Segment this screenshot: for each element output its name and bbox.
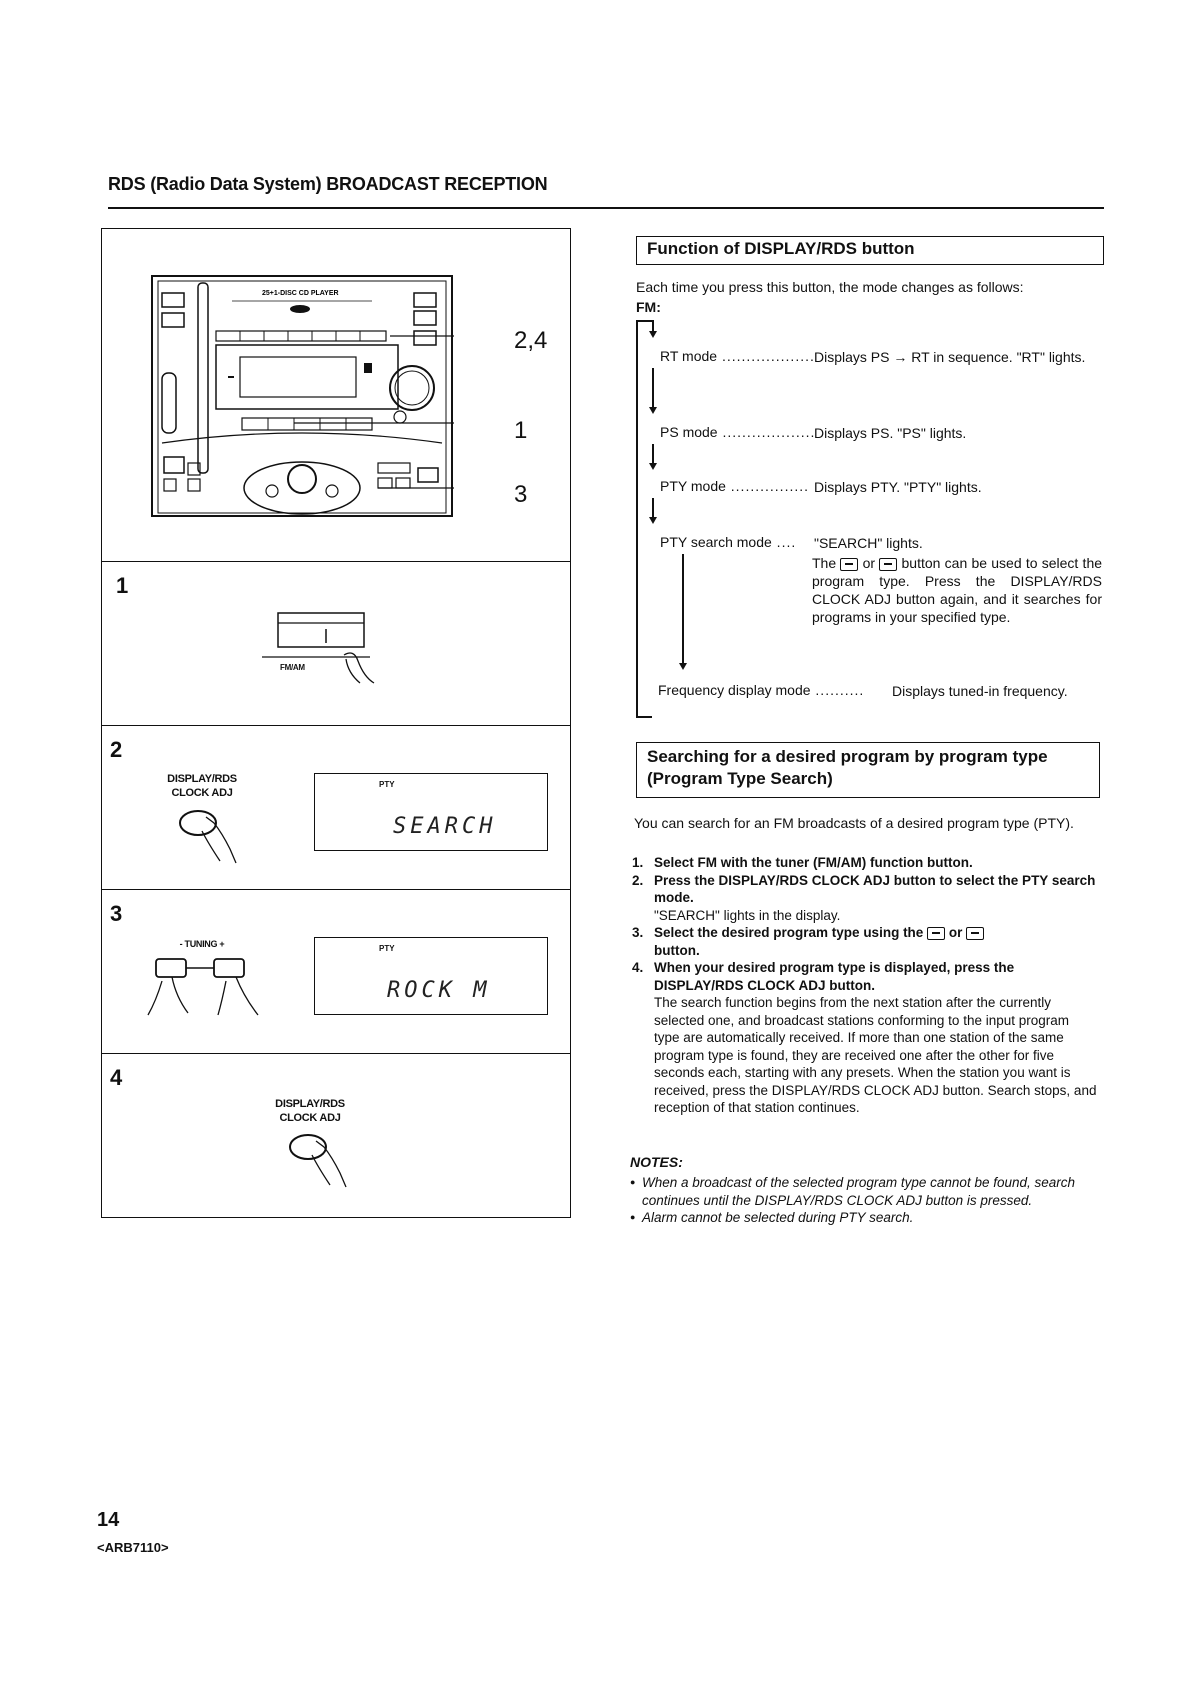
tuning-buttons-press (147, 958, 259, 1016)
band-label: FM: (636, 299, 661, 315)
pty-indicator: PTY (379, 944, 395, 953)
flow-return-line (636, 320, 638, 716)
page-number: 14 (97, 1509, 120, 1531)
callout-3: 3 (514, 481, 528, 508)
panel-divider (102, 1053, 570, 1054)
mode-frequency: Frequency display mode .......... (658, 682, 865, 698)
flow-arrow (649, 407, 657, 414)
search-step: 1.Select FM with the tuner (FM/AM) funct… (632, 855, 973, 870)
mode-pty-search: PTY search mode .... (660, 534, 797, 550)
pty-indicator: PTY (379, 780, 395, 789)
header-rule (108, 207, 1104, 209)
lcd-display-rock: PTY ROCK M (314, 937, 548, 1015)
cd-player-illustration: 25+1-DISC CD PLAYER (151, 275, 454, 517)
search-heading-box: Searching for a desired program by progr… (636, 742, 1100, 798)
panel-divider (102, 889, 570, 890)
mode-ps: PS mode ................... (660, 424, 816, 440)
mode-pty-search-desc: "SEARCH" lights. (814, 535, 923, 551)
flow-line (652, 498, 654, 518)
flow-connector (636, 320, 652, 322)
panel-divider (102, 561, 570, 562)
mode-rt-desc: Displays PS → RT in sequence. "RT" light… (814, 349, 1086, 365)
display-rds-label: DISPLAY/RDS CLOCK ADJ (275, 1098, 345, 1124)
step-number: 2 (110, 737, 123, 762)
function-intro: Each time you press this button, the mod… (636, 279, 1024, 295)
mode-frequency-desc: Displays tuned-in frequency. (892, 683, 1068, 699)
mode-rt: RT mode ................... (660, 348, 815, 364)
flow-line (652, 320, 654, 332)
flow-line (682, 554, 684, 664)
prev-button-icon (927, 926, 946, 940)
lcd-readout: SEARCH (393, 814, 497, 839)
lcd-readout: ROCK M (387, 978, 491, 1003)
search-heading-line2: (Program Type Search) (647, 769, 833, 788)
flow-line (652, 368, 654, 408)
lcd-display-search: PTY SEARCH (314, 773, 548, 851)
flow-connector (636, 716, 652, 718)
notes-list: When a broadcast of the selected program… (630, 1174, 1096, 1227)
search-intro: You can search for an FM broadcasts of a… (634, 815, 1074, 831)
prev-button-icon (840, 557, 859, 571)
search-step: 2.Press the DISPLAY/RDS CLOCK ADJ button… (632, 872, 1096, 923)
search-step: 4.When your desired program type is disp… (632, 960, 1097, 1115)
fm-am-button-illustration (262, 612, 375, 684)
step-number: 3 (110, 901, 123, 926)
function-heading-box: Function of DISPLAY/RDS button (636, 236, 1104, 265)
model-code: <ARB7110> (97, 1540, 169, 1555)
notes-heading: NOTES: (630, 1154, 683, 1170)
search-steps: 1.Select FM with the tuner (FM/AM) funct… (632, 854, 1098, 1117)
display-rds-label: DISPLAY/RDS CLOCK ADJ (167, 773, 237, 799)
mode-pty-desc: Displays PTY. "PTY" lights. (814, 479, 982, 495)
mode-ps-desc: Displays PS. "PS" lights. (814, 425, 967, 441)
flow-arrow (679, 663, 687, 670)
section-title: RDS (Radio Data System) BROADCAST RECEPT… (108, 174, 548, 194)
function-heading: Function of DISPLAY/RDS button (647, 239, 915, 258)
next-button-icon (879, 557, 898, 571)
callout-1: 1 (514, 417, 528, 444)
display-rds-button-press (179, 810, 237, 864)
mode-pty: PTY mode ................ (660, 478, 810, 494)
panel-divider (102, 725, 570, 726)
step-number: 1 (116, 573, 129, 598)
note-item: Alarm cannot be selected during PTY sear… (630, 1209, 1096, 1227)
mode-pty-search-desc-2: The or button can be used to select the … (812, 555, 1103, 625)
flow-arrow (649, 463, 657, 470)
next-button-icon (966, 926, 985, 940)
callout-2-4: 2,4 (514, 327, 548, 354)
instruction-figure: 25+1-DISC CD PLAYER (101, 228, 571, 1218)
search-heading-line1: Searching for a desired program by progr… (647, 747, 1048, 766)
fm-am-label: FM/AM (280, 663, 305, 672)
tuning-label: - TUNING + (179, 939, 225, 949)
device-title: 25+1-DISC CD PLAYER (262, 290, 339, 297)
search-step: 3.Select the desired program type using … (632, 924, 1098, 959)
display-rds-button-press (289, 1134, 347, 1188)
step-number: 4 (110, 1065, 123, 1090)
flow-line (652, 444, 654, 464)
flow-arrow (649, 331, 657, 338)
note-item: When a broadcast of the selected program… (630, 1174, 1096, 1209)
flow-arrow (649, 517, 657, 524)
